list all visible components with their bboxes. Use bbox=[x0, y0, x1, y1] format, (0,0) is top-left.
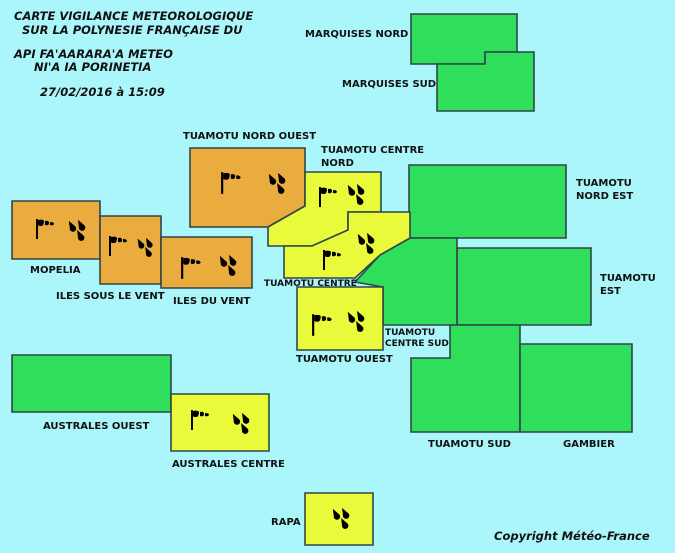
copyright: Copyright Météo-France bbox=[494, 529, 650, 543]
zones bbox=[11, 13, 633, 546]
zone-iles-du-vent[interactable] bbox=[160, 236, 253, 289]
label-tuamotu-nord-est-1: TUAMOTU bbox=[576, 178, 632, 189]
label-iles-du-vent: ILES DU VENT bbox=[173, 296, 250, 307]
title-line-4: NI'A IA PORINETIA bbox=[34, 60, 151, 74]
label-mopelia: MOPELIA bbox=[30, 265, 81, 276]
label-tuamotu-centre-sud-2: CENTRE SUD bbox=[385, 339, 449, 349]
label-marquises-nord: MARQUISES NORD bbox=[305, 29, 408, 40]
label-tuamotu-est-1: TUAMOTU bbox=[600, 273, 656, 284]
label-tuamotu-centre: TUAMOTU CENTRE bbox=[264, 279, 357, 289]
zone-tuamotu-nord-est[interactable] bbox=[408, 164, 567, 239]
zone-tuamotu-ouest[interactable] bbox=[296, 286, 384, 351]
zone-tuamotu-centre[interactable] bbox=[283, 211, 411, 279]
zone-mopelia[interactable] bbox=[11, 200, 101, 260]
report-datetime: 27/02/2016 à 15:09 bbox=[40, 85, 165, 99]
title-line-2: SUR LA POLYNESIE FRANÇAISE DU bbox=[22, 23, 243, 37]
label-tuamotu-centre-nord-1: TUAMOTU CENTRE bbox=[321, 145, 424, 156]
label-gambier: GAMBIER bbox=[563, 439, 615, 450]
zone-labels: MARQUISES NORD MARQUISES SUD TUAMOTU NOR… bbox=[30, 29, 656, 528]
label-marquises-sud: MARQUISES SUD bbox=[342, 79, 436, 90]
zone-australes-ouest[interactable] bbox=[11, 354, 172, 413]
zone-gambier[interactable] bbox=[519, 343, 633, 433]
zone-marquises-sud[interactable] bbox=[436, 51, 535, 112]
label-australes-centre: AUSTRALES CENTRE bbox=[172, 459, 285, 470]
label-tuamotu-ouest: TUAMOTU OUEST bbox=[296, 354, 393, 365]
label-rapa: RAPA bbox=[271, 517, 301, 528]
title-line-1: CARTE VIGILANCE METEOROLOGIQUE bbox=[14, 9, 253, 23]
label-tuamotu-nord-est-2: NORD EST bbox=[576, 191, 633, 202]
label-australes-ouest: AUSTRALES OUEST bbox=[43, 421, 150, 432]
label-iles-sous-le-vent: ILES SOUS LE VENT bbox=[56, 291, 165, 302]
label-tuamotu-nord-ouest: TUAMOTU NORD OUEST bbox=[183, 131, 316, 142]
header: CARTE VIGILANCE METEOROLOGIQUE SUR LA PO… bbox=[13, 9, 253, 99]
label-tuamotu-centre-sud-1: TUAMOTU bbox=[385, 328, 435, 338]
title-line-3: API FA'AARARA'A METEO bbox=[13, 47, 173, 61]
label-tuamotu-est-2: EST bbox=[600, 286, 621, 297]
zone-tuamotu-est[interactable] bbox=[456, 247, 592, 326]
zone-australes-centre[interactable] bbox=[170, 393, 270, 452]
label-tuamotu-sud: TUAMOTU SUD bbox=[428, 439, 511, 450]
zone-tuamotu-sud[interactable] bbox=[410, 324, 521, 433]
label-tuamotu-centre-nord-2: NORD bbox=[321, 158, 354, 169]
